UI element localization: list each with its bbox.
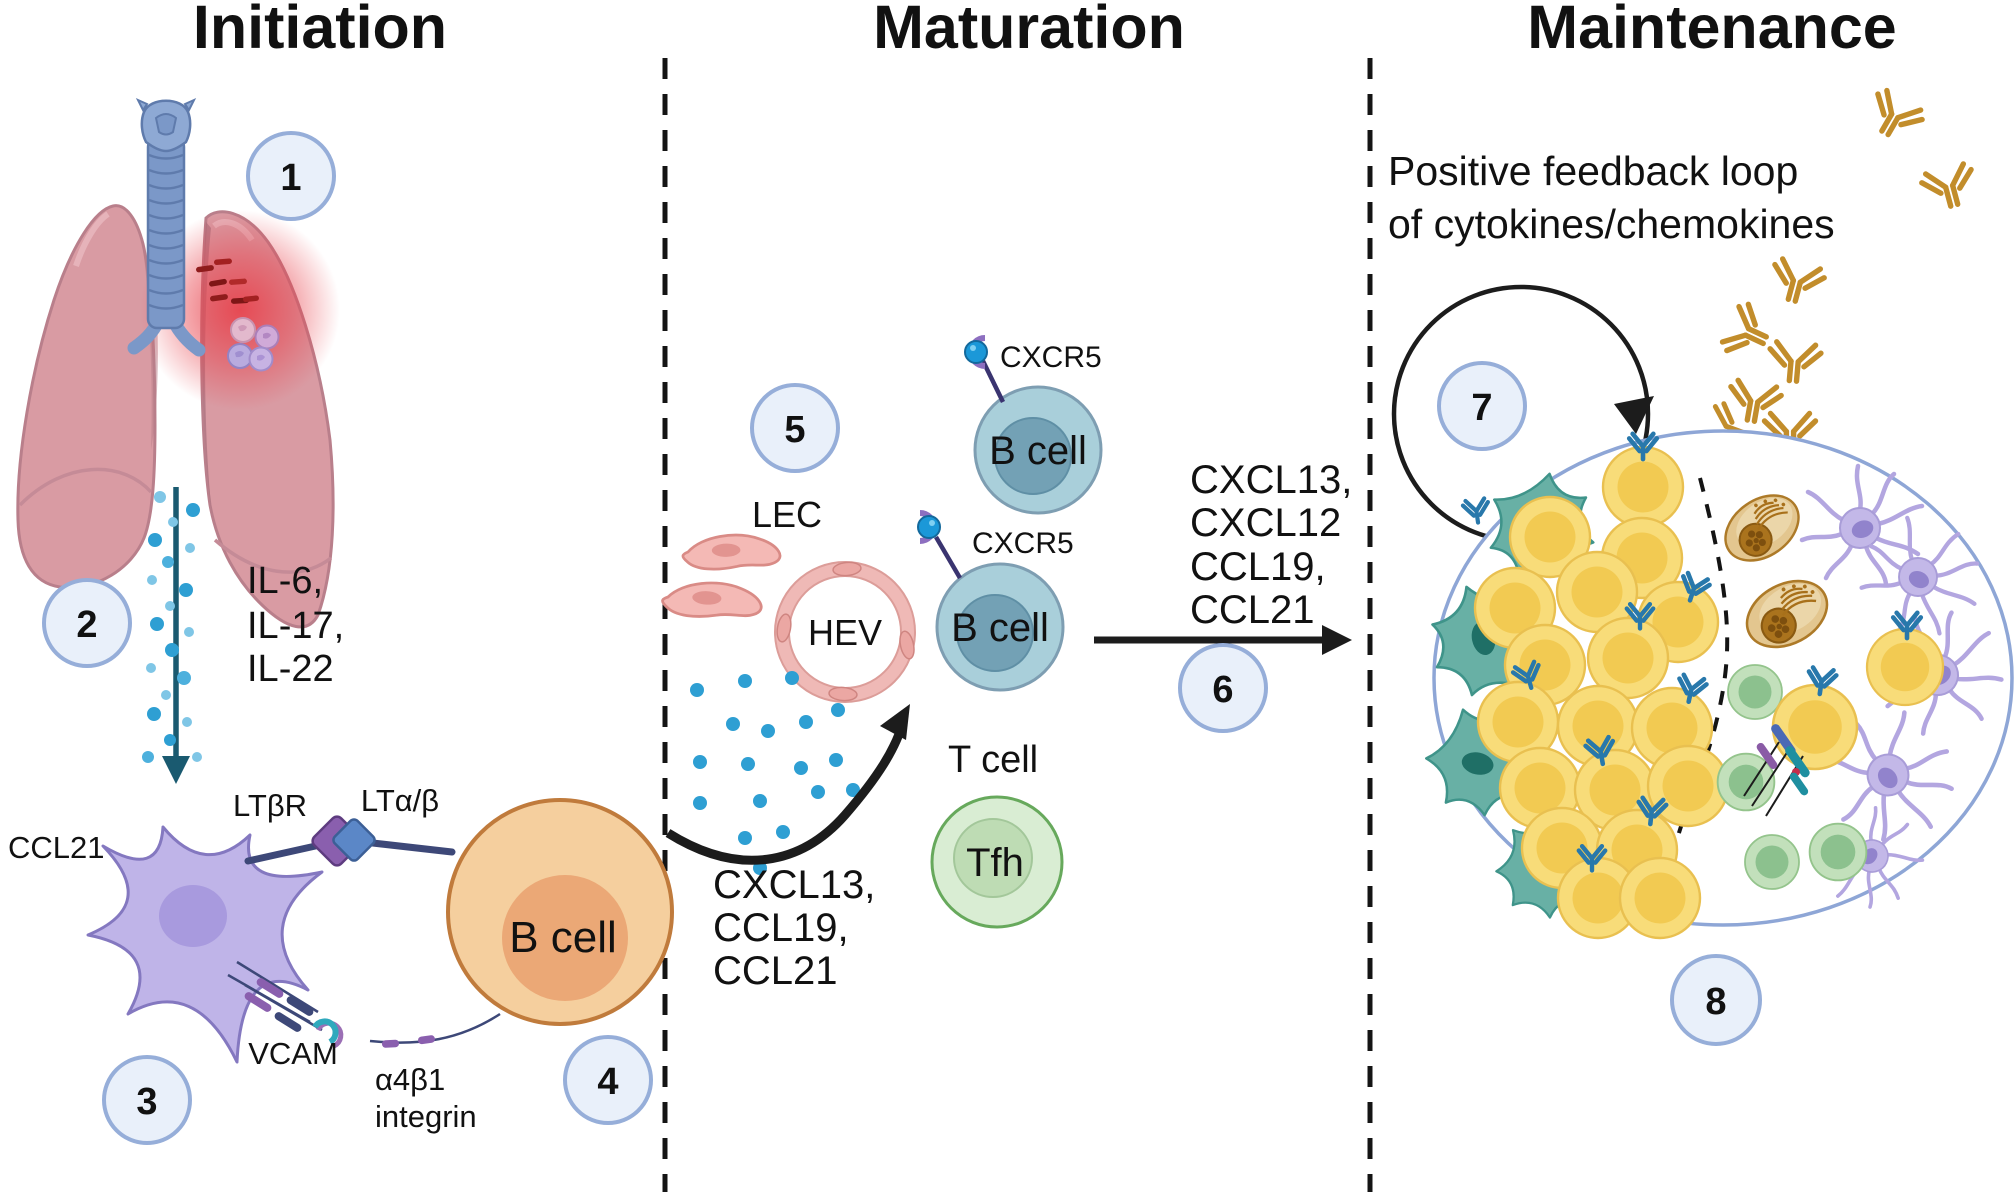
stromal-cell-nucleus <box>159 885 227 947</box>
step-badge-8: 8 <box>1670 954 1762 1046</box>
label-feedback-line2: of cytokines/chemokines <box>1388 201 1835 247</box>
step-number-3: 3 <box>136 1081 157 1123</box>
label-ccl21-initiation: CCL21 <box>8 830 105 865</box>
label-hev: HEV <box>808 612 882 653</box>
infiltrating-immune-cells <box>227 317 280 372</box>
initiation-cytokine-labels: IL-6, IL-17, IL-22 <box>247 560 344 690</box>
maintenance-section: Positive feedback loop of cytokines/chem… <box>1388 88 2014 1046</box>
label-integrin-line1: α4β1 <box>375 1062 445 1097</box>
label-ltbr: LTβR <box>233 788 307 823</box>
label-cxcl13-m: CXCL13, <box>713 863 875 907</box>
label-cxcr5-lower: CXCR5 <box>972 527 1074 560</box>
label-il17: IL-17, <box>247 605 344 647</box>
step-badge-3: 3 <box>102 1055 192 1145</box>
step-badge-7: 7 <box>1437 361 1527 451</box>
step-number-8: 8 <box>1705 981 1726 1023</box>
label-b-cell-lower: B cell <box>951 606 1049 650</box>
vcam-integrin-complex <box>227 960 501 1049</box>
step-badge-2: 2 <box>42 578 132 668</box>
step-number-1: 1 <box>280 157 301 199</box>
hev-vessel <box>774 561 916 703</box>
bacteria-rods <box>196 258 259 304</box>
step-number-4: 4 <box>597 1061 618 1103</box>
label-ccl21-m: CCL21 <box>713 949 838 993</box>
zone-divider <box>1662 477 1730 897</box>
transition-arrow <box>1094 625 1352 655</box>
title-maintenance: Maintenance <box>1527 0 1897 61</box>
left-lung <box>16 204 157 589</box>
label-lec: LEC <box>752 494 822 535</box>
label-vcam: VCAM <box>248 1036 338 1071</box>
b-cell-maturation-upper: B cell <box>965 338 1103 515</box>
step-number-7: 7 <box>1471 387 1492 429</box>
step-badge-5: 5 <box>750 383 840 473</box>
label-ltab: LTα/β <box>361 783 439 818</box>
label-cxcl13-arrow: CXCL13, <box>1190 458 1352 502</box>
label-ccl19-m: CCL19, <box>713 906 849 950</box>
step-number-2: 2 <box>76 604 97 646</box>
label-cxcr5-upper: CXCR5 <box>1000 341 1102 374</box>
arrow-chemokine-labels: CXCL13, CXCL12 CCL19, CCL21 <box>1190 458 1352 632</box>
ltbr-ltab-binding <box>244 815 456 867</box>
tb-interaction-complexes <box>1743 724 1810 817</box>
label-integrin-line2: integrin <box>375 1099 477 1134</box>
step-number-5: 5 <box>784 409 805 451</box>
label-ccl19-arrow: CCL19, <box>1190 545 1326 589</box>
recruitment-arrow <box>665 704 910 865</box>
ltab-ligand-icon <box>332 818 376 862</box>
label-ccl21-arrow: CCL21 <box>1190 588 1315 632</box>
label-cxcl12-arrow: CXCL12 <box>1190 501 1341 545</box>
lungs-illustration <box>16 97 340 629</box>
tfh-cell: Tfh <box>930 795 1064 929</box>
cytokine-release-arrow <box>142 487 202 784</box>
section-separators <box>662 58 1373 1192</box>
label-b-cell-upper: B cell <box>989 429 1087 473</box>
lec-cells <box>659 525 784 634</box>
step-number-6: 6 <box>1212 669 1233 711</box>
label-b-cell-initiation: B cell <box>509 913 617 962</box>
trachea <box>127 97 206 357</box>
step-badge-1: 1 <box>246 131 336 221</box>
secreted-antibodies <box>1701 88 1979 458</box>
stromal-cell <box>86 825 324 1064</box>
label-feedback-line1: Positive feedback loop <box>1388 148 1798 194</box>
b-cell-maturation-lower: B cell <box>918 513 1065 692</box>
initiation-section: 1 2 IL-6, IL-17, IL-22 CCL21 <box>8 97 674 1145</box>
maturation-chemokine-labels: CXCL13, CCL19, CCL21 <box>713 863 875 993</box>
chemokine-dots <box>690 671 860 875</box>
label-t-cell: T cell <box>948 739 1038 781</box>
maturation-section: 5 LEC HEV CXCL13, CCL19, CCL21 <box>659 338 1352 993</box>
label-il6: IL-6, <box>247 560 323 602</box>
step-badge-4: 4 <box>563 1035 653 1125</box>
label-tfh: Tfh <box>966 841 1024 885</box>
title-maturation: Maturation <box>873 0 1185 61</box>
cytokine-dots <box>142 491 202 763</box>
tertiary-lymphoid-structure <box>1408 429 2014 940</box>
title-initiation: Initiation <box>193 0 447 61</box>
label-il22: IL-22 <box>247 648 334 690</box>
step-badge-6: 6 <box>1178 643 1268 733</box>
inflammation-glow <box>140 210 340 410</box>
b-cell-initiation: B cell <box>446 798 674 1026</box>
